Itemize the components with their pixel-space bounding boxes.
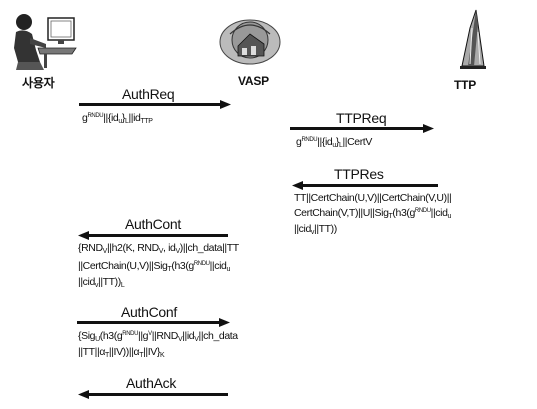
ttpreq-title: TTPReq [336, 110, 387, 126]
ttpres-line-1: TT||CertChain(U,V)||CertChain(V,U)|| [294, 192, 452, 204]
authcont-arrow [78, 231, 228, 240]
authconf-line-1: {SigU(h3(gRNDU||gV||RNDV||idV||ch_data [78, 330, 238, 343]
authack-arrow [78, 390, 228, 399]
user-label: 사용자 [22, 76, 55, 90]
authack-title: AuthAck [126, 375, 177, 391]
ttpreq-body: gRNDU||{idu}L||CertV [296, 136, 372, 149]
ttpres-title: TTPRes [334, 166, 384, 182]
authcont-line-1: {RNDV||h2(K, RNDV, idV)||ch_data||TT [78, 242, 239, 255]
ttpres-line-2: CertChain(V,T)||U||SigT(h3(gRNDU||cidu [294, 207, 452, 220]
ttpres-line-3: ||cidv||TT)) [294, 223, 337, 236]
ttp-tower-icon [460, 9, 486, 69]
authreq-title: AuthReq [122, 86, 175, 102]
authreq-body: gRNDU||{idu}L||idTTP [82, 112, 153, 125]
vasp-server-building-icon [219, 19, 281, 65]
authreq-arrow [79, 100, 231, 109]
ttp-entity: TTP [440, 8, 500, 94]
authconf-line-2: ||TT||αT||IV))||αT||IV}K [78, 346, 165, 359]
user-at-computer-icon [14, 14, 77, 70]
vasp-entity: VASP [218, 8, 288, 90]
authcont-title: AuthCont [125, 216, 181, 232]
ttpreq-arrow [290, 124, 434, 133]
authconf-body: {SigU(h3(gRNDU||gV||RNDV||idV||ch_data |… [78, 328, 238, 362]
ttpres-body: TT||CertChain(U,V)||CertChain(V,U)|| Cer… [294, 192, 452, 239]
ttp-label: TTP [454, 78, 477, 92]
vasp-label: VASP [238, 74, 269, 88]
ttpres-arrow [292, 181, 438, 190]
authcont-line-2: ||CertChain(U,V)||SigT(h3(gRNDU||cidu [78, 260, 230, 273]
authconf-title: AuthConf [121, 304, 177, 320]
authconf-arrow [77, 318, 230, 327]
user-entity: 사용자 [10, 10, 90, 90]
authcont-line-3: ||cidv||TT))L [78, 276, 125, 289]
authcont-body: {RNDV||h2(K, RNDV, idV)||ch_data||TT ||C… [78, 242, 239, 292]
